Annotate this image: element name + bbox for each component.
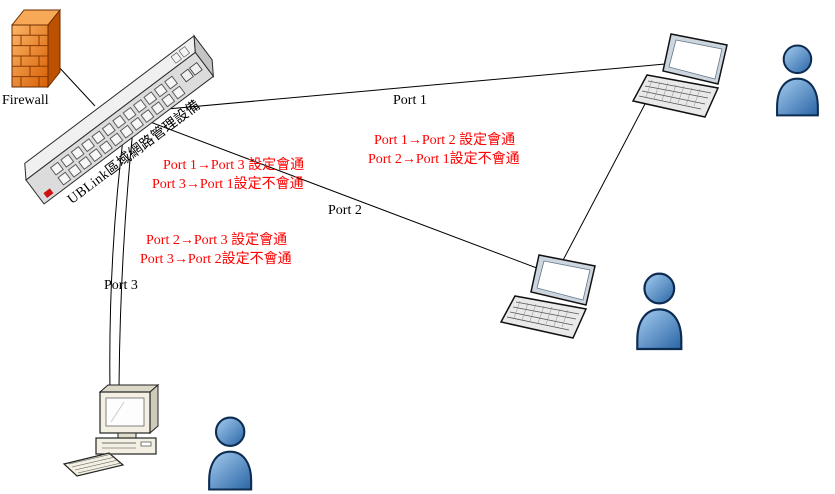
link-switch-port2-laptop2 bbox=[136, 116, 551, 274]
annotation-port1-port3-line2: Port 3→Port 1設定不會通 bbox=[152, 177, 304, 192]
switch-icon bbox=[24, 34, 215, 205]
laptop1-icon bbox=[632, 33, 728, 118]
person1-icon bbox=[776, 44, 819, 117]
port2-label: Port 2 bbox=[328, 203, 362, 218]
port3-label: Port 3 bbox=[104, 278, 138, 293]
annotation-port1-port2-line2: Port 2→Port 1設定不會通 bbox=[368, 152, 520, 167]
person2-icon bbox=[636, 272, 683, 351]
link-switch-port3-desktop-b bbox=[118, 118, 135, 391]
link-switch-port1-laptop1 bbox=[133, 63, 666, 113]
link-switch-port3-desktop-a bbox=[109, 114, 127, 391]
firewall-label: Firewall bbox=[2, 93, 49, 108]
laptop2-icon bbox=[500, 254, 596, 339]
annotation-port2-port3-line1: Port 2→Port 3 設定會通 bbox=[146, 233, 288, 248]
annotation-port1-port3-line1: Port 1→Port 3 設定會通 bbox=[163, 158, 305, 173]
connection-lines bbox=[44, 51, 666, 391]
desktop-computer-icon bbox=[62, 383, 160, 477]
link-laptop1-laptop2 bbox=[559, 84, 656, 267]
firewall-icon bbox=[10, 8, 62, 89]
person3-icon bbox=[208, 416, 253, 491]
annotation-port1-port2-line1: Port 1→Port 2 設定會通 bbox=[374, 133, 516, 148]
annotation-port2-port3-line2: Port 3→Port 2設定不會通 bbox=[140, 252, 292, 267]
port1-label: Port 1 bbox=[393, 93, 427, 108]
